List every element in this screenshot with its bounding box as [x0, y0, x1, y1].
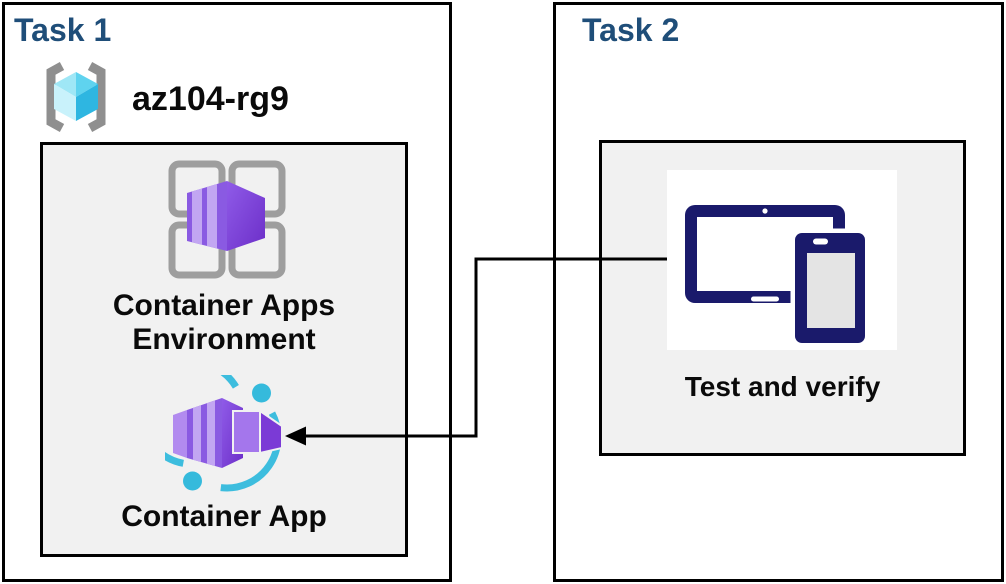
task1-title: Task 1 — [14, 12, 112, 48]
task2-title: Task 2 — [582, 12, 680, 48]
task1-box: Task 1 az104-rg9 — [2, 2, 452, 582]
container-apps-environment-label: Container Apps Environment — [112, 289, 336, 356]
tablet-phone-icon — [685, 205, 870, 348]
task1-panel: Container Apps Environment — [40, 142, 408, 557]
orbit-dot-top — [252, 383, 271, 403]
resource-group-icon — [46, 62, 106, 132]
container-glyph — [173, 398, 283, 468]
device-icon-card — [667, 170, 897, 350]
phone-glyph — [790, 228, 870, 348]
container-app-icon — [165, 375, 283, 492]
resource-group-name: az104-rg9 — [132, 80, 289, 118]
cube-glyph — [54, 72, 98, 121]
container-app-label: Container App — [121, 500, 327, 533]
test-and-verify-label: Test and verify — [684, 371, 881, 402]
orbit-dot-bottom — [183, 471, 202, 491]
container-glyph — [187, 181, 265, 251]
container-apps-environment-icon — [168, 160, 286, 279]
task2-panel: Test and verify — [599, 140, 966, 456]
task2-box: Task 2 T — [553, 2, 1004, 582]
